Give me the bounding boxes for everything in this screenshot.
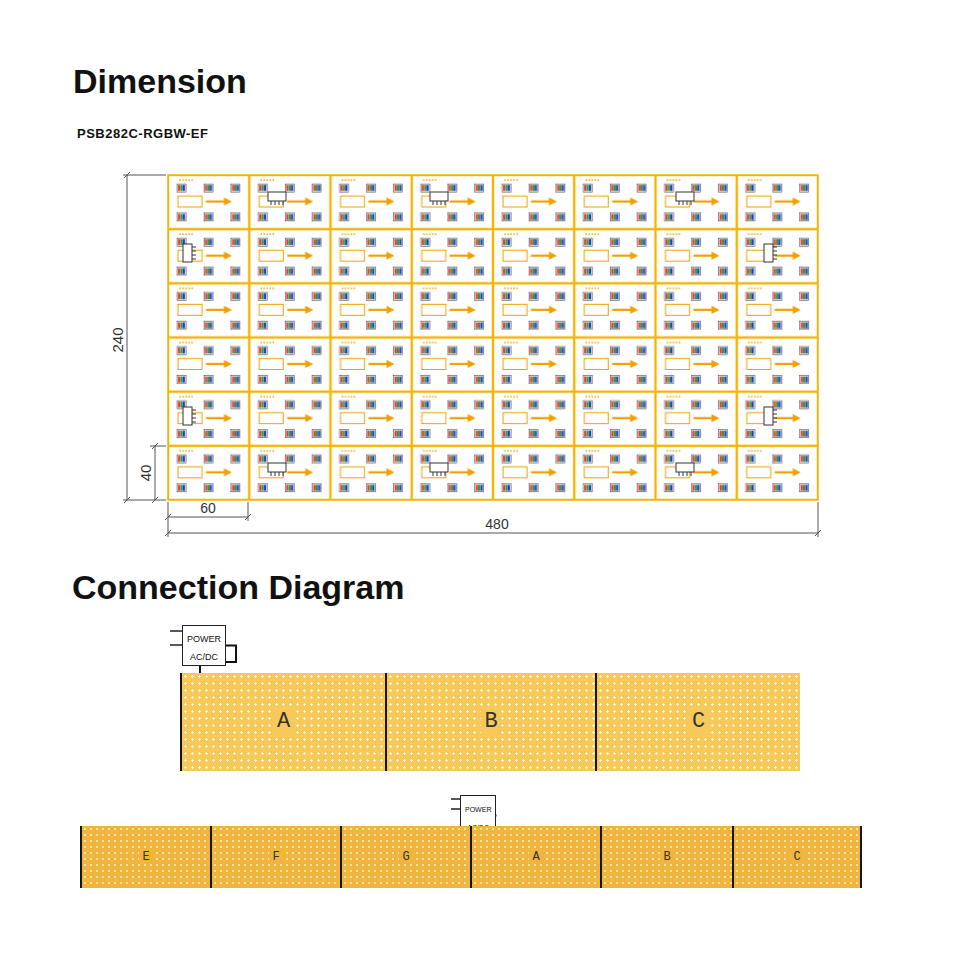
connector-symbol bbox=[268, 192, 286, 205]
section-letter: A bbox=[274, 710, 293, 734]
connector-symbol bbox=[268, 463, 286, 476]
pcb-board bbox=[168, 175, 818, 500]
power-supply-box: POWER AC/DC bbox=[182, 625, 226, 666]
connector-symbol bbox=[764, 244, 777, 262]
connector-symbol bbox=[676, 463, 694, 476]
section-letter: C bbox=[790, 850, 803, 864]
section-letter: B bbox=[481, 710, 500, 734]
panel-section: F bbox=[210, 826, 340, 888]
panel-section: E bbox=[80, 826, 210, 888]
dimension-value: 480 bbox=[485, 517, 508, 531]
extension-line bbox=[123, 175, 166, 500]
model-number: PSB282C-RGBW-EF bbox=[77, 127, 208, 140]
section-heading: Dimension bbox=[73, 64, 247, 98]
plug-lead bbox=[170, 631, 182, 645]
power-label: POWER AC/DC bbox=[187, 634, 221, 662]
section-letter: E bbox=[139, 850, 152, 864]
dimension-tick bbox=[124, 172, 130, 503]
dimension-line bbox=[155, 446, 156, 500]
panel-section: B bbox=[600, 826, 732, 888]
dimension-line bbox=[168, 517, 248, 518]
panel-section: A bbox=[470, 826, 600, 888]
connector-symbol bbox=[183, 244, 196, 262]
section-heading: Connection Diagram bbox=[72, 570, 404, 604]
section-letter: B bbox=[660, 850, 673, 864]
dimension-value: 240 bbox=[110, 327, 125, 352]
extension-line bbox=[168, 502, 818, 537]
section-letter: A bbox=[529, 850, 542, 864]
panel-section: A bbox=[180, 673, 385, 771]
dimension-lines bbox=[123, 172, 821, 537]
panel-section: G bbox=[340, 826, 470, 888]
connector-symbol bbox=[676, 192, 694, 205]
plug-lead bbox=[451, 799, 460, 809]
section-letter: G bbox=[399, 850, 412, 864]
panel-section: C bbox=[595, 673, 800, 771]
section-letter: F bbox=[269, 850, 282, 864]
dimension-line bbox=[127, 175, 128, 500]
dimension-tick bbox=[152, 443, 158, 503]
dimension-value: 60 bbox=[200, 501, 216, 515]
connector-symbol bbox=[764, 407, 777, 425]
dimension-value: 40 bbox=[138, 465, 153, 482]
connector-symbol bbox=[430, 192, 448, 205]
dimension-line bbox=[168, 533, 818, 534]
panel-section: B bbox=[385, 673, 595, 771]
connector-symbol bbox=[183, 407, 196, 425]
section-letter: C bbox=[689, 710, 708, 734]
panel-section: C bbox=[732, 826, 862, 888]
connector-symbol bbox=[430, 463, 448, 476]
